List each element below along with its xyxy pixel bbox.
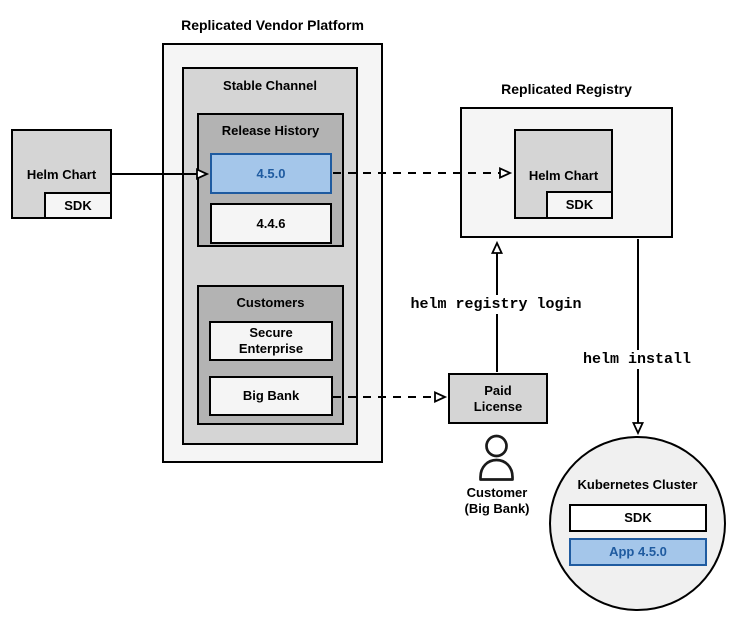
registry-helm-chart-label: Helm Chart [528, 168, 599, 183]
release-item-4-4-6: 4.4.6 [210, 203, 332, 244]
cluster-app-box: App 4.5.0 [569, 538, 707, 566]
customer-item-secure-enterprise: Secure Enterprise [209, 321, 333, 361]
customer-caption-line2: (Big Bank) [464, 501, 530, 516]
command-helm-install: helm install [577, 350, 697, 369]
customer-caption: Customer (Big Bank) [447, 485, 547, 517]
release-item-4-5-0: 4.5.0 [210, 153, 332, 194]
customer-item-label: Secure Enterprise [238, 325, 304, 356]
registry-sdk-box: SDK [546, 191, 613, 219]
registry-title: Replicated Registry [501, 81, 632, 97]
paid-license-label: Paid License [473, 383, 523, 414]
paid-license-box: Paid License [448, 373, 548, 424]
release-history-title: Release History [221, 123, 320, 138]
vendor-platform-title: Replicated Vendor Platform [181, 17, 364, 33]
customer-caption-line1: Customer [466, 485, 528, 500]
cluster-sdk-box: SDK [569, 504, 707, 532]
kubernetes-cluster-title: Kubernetes Cluster [577, 477, 698, 492]
stable-channel-title: Stable Channel [223, 78, 317, 93]
source-helm-chart-label: Helm Chart [26, 167, 97, 182]
person-icon [479, 434, 514, 481]
customer-item-big-bank: Big Bank [209, 376, 333, 416]
command-helm-registry-login: helm registry login [400, 295, 592, 314]
customers-title: Customers [236, 295, 305, 310]
source-sdk-box: SDK [44, 192, 112, 219]
